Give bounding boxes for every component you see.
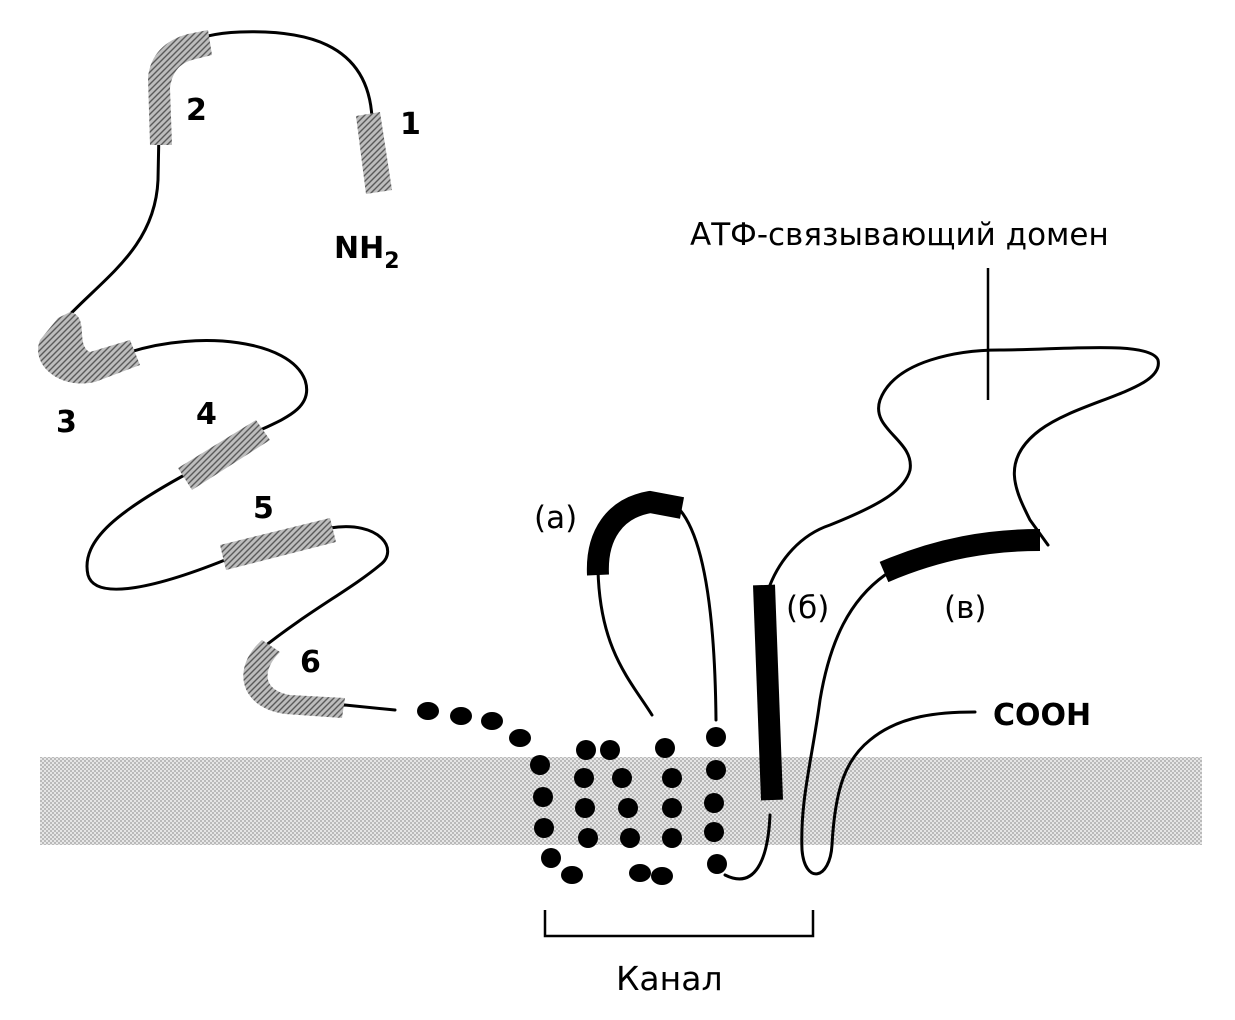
label-nh2-subscript: 2 (384, 249, 399, 274)
label-nh2: NH2 (334, 231, 400, 274)
segment-4 (178, 420, 270, 490)
segment-a (586, 490, 685, 576)
label-b: (б) (786, 590, 829, 626)
loop-a-line (596, 508, 718, 722)
label-segment-5: 5 (253, 491, 274, 526)
label-segment-1: 1 (400, 107, 421, 142)
segment-v (879, 529, 1041, 583)
segment-b (753, 584, 783, 801)
label-segment-6: 6 (300, 645, 321, 680)
channel-bracket (543, 910, 815, 938)
label-nh2-main: NH (334, 231, 384, 266)
segment-3 (38, 312, 140, 384)
channel-dotted-helices (417, 702, 727, 885)
label-cooh: COOH (993, 698, 1091, 733)
label-atp-domain: АТФ-связывающий домен (690, 217, 1109, 253)
label-segment-2: 2 (186, 93, 207, 128)
label-segment-3: 3 (56, 405, 77, 440)
segment-6 (243, 640, 345, 718)
label-a: (а) (534, 500, 577, 536)
label-segment-4: 4 (196, 397, 217, 432)
label-channel: Канал (616, 959, 723, 998)
segment-1 (356, 112, 392, 194)
segment-5 (220, 518, 336, 570)
polypeptide-chain-c-terminal (723, 346, 1160, 881)
segment-2 (148, 30, 212, 145)
label-v: (в) (944, 590, 986, 626)
